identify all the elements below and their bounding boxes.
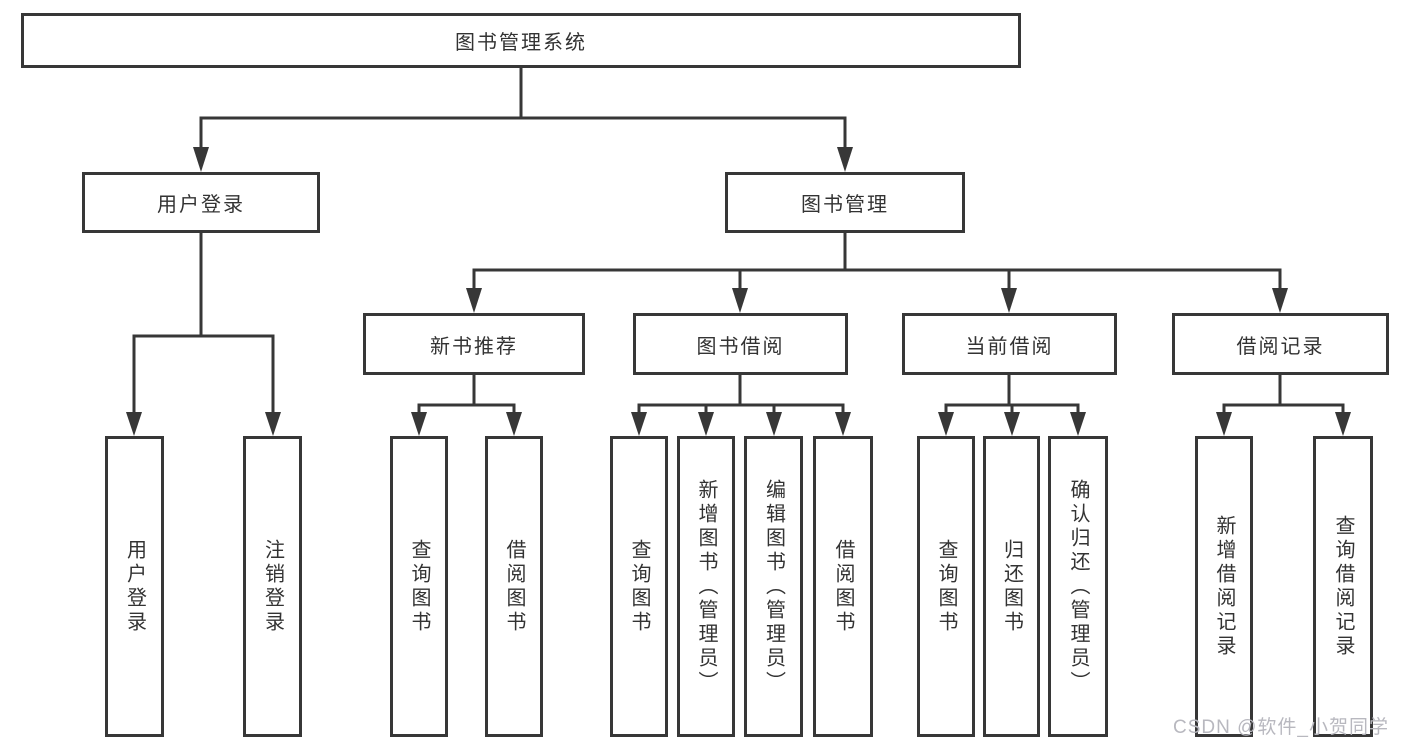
- leaf-confirm-return-admin: 确认归还（管理员）: [1048, 436, 1108, 737]
- arrowhead: [837, 147, 853, 172]
- arrowhead: [1335, 412, 1351, 436]
- arrowhead: [411, 412, 427, 436]
- connector-records-to-leaves: [1216, 373, 1351, 436]
- arrowhead: [265, 412, 281, 436]
- node-label: 图书管理系统: [455, 32, 587, 54]
- leaf-query-books-recommend: 查询图书: [390, 436, 448, 737]
- leaf-query-borrow-record: 查询借阅记录: [1313, 436, 1373, 737]
- node-label: 查询图书: [628, 538, 650, 635]
- node-user-login: 用户登录: [82, 172, 320, 233]
- node-book-management: 图书管理: [725, 172, 965, 233]
- node-current-borrow: 当前借阅: [902, 313, 1117, 375]
- arrowhead: [732, 288, 748, 313]
- node-label: 用户登录: [123, 538, 146, 635]
- leaf-user-login: 用户登录: [105, 436, 164, 737]
- leaf-add-books-admin: 新增图书（管理员）: [677, 436, 735, 737]
- node-borrow-records: 借阅记录: [1172, 313, 1389, 375]
- node-label: 查询图书: [408, 538, 430, 635]
- connector-newbook-to-leaves: [411, 373, 522, 436]
- node-new-book-recommend: 新书推荐: [363, 313, 585, 375]
- arrowhead: [1001, 288, 1017, 313]
- arrowhead: [1216, 412, 1232, 436]
- leaf-logout: 注销登录: [243, 436, 302, 737]
- arrowhead: [835, 412, 851, 436]
- node-label: 查询借阅记录: [1332, 514, 1354, 659]
- node-label: 借阅图书: [503, 538, 525, 635]
- arrowhead: [466, 288, 482, 313]
- leaf-edit-books-admin: 编辑图书（管理员）: [744, 436, 803, 737]
- node-book-borrow: 图书借阅: [633, 313, 848, 375]
- node-label: 注销登录: [261, 538, 284, 635]
- arrowhead: [698, 412, 714, 436]
- connector-current-to-leaves: [938, 373, 1086, 436]
- leaf-borrow-books-recommend: 借阅图书: [485, 436, 543, 737]
- arrowhead: [1070, 412, 1086, 436]
- arrowhead: [193, 147, 209, 172]
- arrowhead: [631, 412, 647, 436]
- node-label: 借阅记录: [1236, 335, 1325, 358]
- node-label: 用户登录: [157, 194, 245, 216]
- leaf-query-books-current: 查询图书: [917, 436, 975, 737]
- connector-borrow-to-leaves: [631, 373, 851, 436]
- node-label: 新书推荐: [430, 335, 518, 358]
- arrowhead: [938, 412, 954, 436]
- connector-login-to-leaves: [126, 231, 281, 436]
- leaf-borrow-books: 借阅图书: [813, 436, 873, 737]
- arrowhead: [766, 412, 782, 436]
- leaf-return-books: 归还图书: [983, 436, 1040, 737]
- connector-root-to-level1: [193, 66, 853, 172]
- node-label: 确认归还（管理员）: [1067, 478, 1089, 695]
- arrowhead: [1004, 412, 1020, 436]
- node-label: 借阅图书: [832, 538, 854, 635]
- node-label: 图书管理: [801, 194, 889, 216]
- node-root: 图书管理系统: [21, 13, 1021, 68]
- arrowhead: [1272, 288, 1288, 313]
- csdn-watermark: CSDN @软件_小贺同学: [1173, 717, 1389, 738]
- leaf-add-borrow-record: 新增借阅记录: [1195, 436, 1253, 737]
- node-label: 归还图书: [1000, 538, 1023, 635]
- node-label: 图书借阅: [696, 335, 785, 358]
- arrowhead: [506, 412, 522, 436]
- node-label: 当前借阅: [965, 335, 1054, 358]
- arrowhead: [126, 412, 142, 436]
- node-label: 新增借阅记录: [1213, 514, 1235, 659]
- node-label: 编辑图书（管理员）: [762, 478, 785, 695]
- connector-mgmt-to-level2: [466, 231, 1288, 313]
- leaf-query-books-borrow: 查询图书: [610, 436, 668, 737]
- node-label: 新增图书（管理员）: [695, 478, 717, 695]
- node-label: 查询图书: [935, 538, 957, 635]
